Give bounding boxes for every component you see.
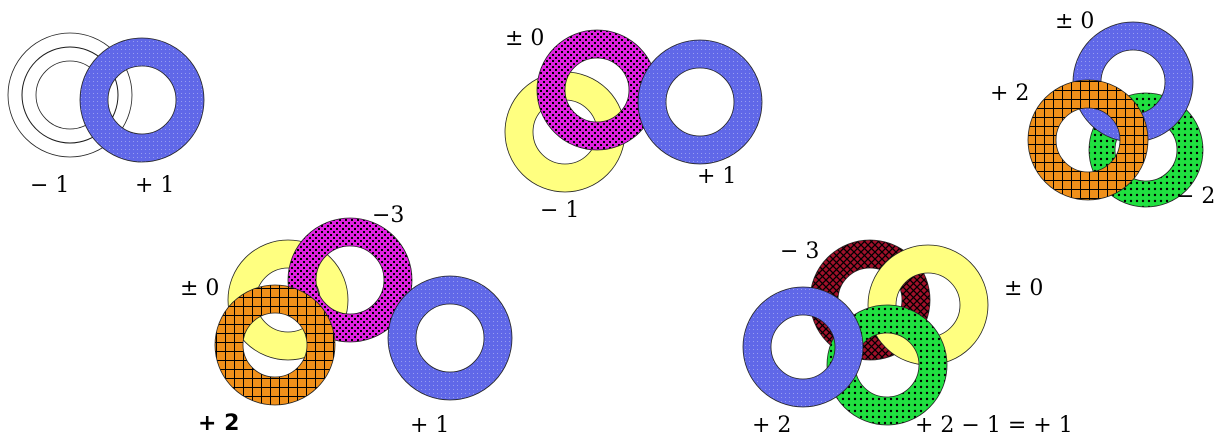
ring-outline [107,65,177,135]
ring-outline [1088,92,1204,208]
ring-outline [637,39,763,165]
ring-outline [214,284,336,406]
label-plus-1: + 1 [135,173,174,198]
ring-blue [79,37,205,163]
group-1: − 1 + 1 [7,32,205,198]
ring-outline [415,303,485,373]
ring-blue [637,39,763,165]
group-2: ± 0 − 1 + 1 [504,26,763,223]
ring-green [1088,92,1204,208]
label-minus-2: − 2 [1176,184,1215,209]
ring-blue [387,275,513,401]
label-minus-3: −3 [372,203,404,228]
group-4: −3 ± 0 + 2 + 1 [180,203,513,438]
ring-blue [742,286,864,408]
ring-outline [287,217,413,343]
group-5: − 3 ± 0 + 2 + 2 − 1 = + 1 [742,239,1073,438]
ring-outline [242,312,308,378]
label-pm-0: ± 0 [505,26,544,51]
ring-outline [826,304,948,426]
ring-outline [387,275,513,401]
label-plus-1: + 1 [410,413,449,438]
label-minus-3: − 3 [780,239,819,264]
label-plus-2: + 2 [198,411,239,436]
label-plus-1: + 1 [697,164,736,189]
ring-outline [1027,79,1149,201]
ring-orange [214,284,336,406]
ring-outline [7,32,133,158]
ring-outline [742,286,864,408]
label-equation: + 2 − 1 = + 1 [915,413,1073,438]
label-minus-1: − 1 [540,198,579,223]
label-minus-1: − 1 [30,173,69,198]
ring-outline [564,57,630,123]
label-pm-0: ± 0 [180,276,219,301]
ring-orange [1027,79,1149,201]
label-plus-2: + 2 [990,81,1029,106]
ring-outline [227,239,349,361]
group-3: ± 0 + 2 − 2 [990,9,1215,209]
ring-outline [79,37,205,163]
ring-outline [770,314,836,380]
ring-magenta [287,217,413,343]
label-pm-0: ± 0 [1055,9,1094,34]
ring-darkred [7,32,133,158]
ring-outline [1055,107,1121,173]
ring-outline [315,245,385,315]
ring-outline [665,67,735,137]
label-plus-2: + 2 [752,413,791,438]
label-pm-0: ± 0 [1004,276,1043,301]
